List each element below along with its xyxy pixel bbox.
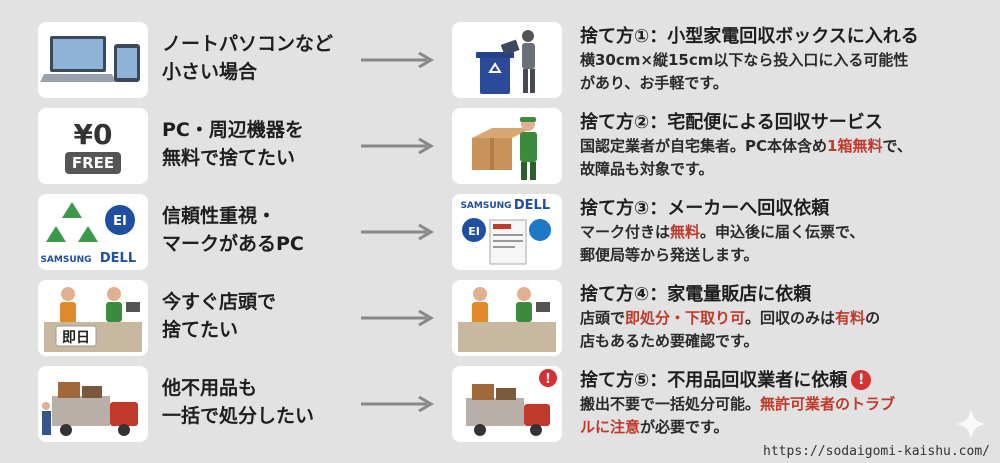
highlight-text: ルに注意 <box>580 418 641 436</box>
method-block: 捨て方④：家電量販店に依頼 店頭で即処分・下取り可。回収のみは有料の店もあるため… <box>580 282 980 353</box>
method-title: 捨て方②：宅配便による回収サービス <box>580 112 883 133</box>
row-3: EI SAMSUNG DELL 信頼性重視・ マークがあるPC SAMSUNG … <box>38 194 978 270</box>
row-5: 他不用品も 一括で処分したい ! 捨て方⑤：不用品回収業者に依頼! 搬出不要で一… <box>38 366 978 442</box>
description-text: があり、お手軽です。 <box>580 74 728 92</box>
arrow-right-icon <box>361 51 434 69</box>
description-text: 故障品も対象です。 <box>580 160 714 178</box>
description-text: 郵便局等から発送します。 <box>580 246 759 264</box>
description-line: があり、お手軽です。 <box>580 72 980 95</box>
truck-workers-icon <box>38 366 148 442</box>
description-line: 故障品も対象です。 <box>580 158 980 181</box>
description-line: 国認定業者が自宅集者。PC本体含め1箱無料で、 <box>580 135 980 158</box>
description-text: の <box>865 309 881 327</box>
description-line: 郵便局等から発送します。 <box>580 244 980 267</box>
situation-text: ノートパソコンなど 小さい場合 <box>162 33 334 83</box>
highlight-text: 無料 <box>670 223 701 241</box>
method-description: 国認定業者が自宅集者。PC本体含め1箱無料で、故障品も対象です。 <box>580 135 980 181</box>
arrow-right-icon <box>361 137 434 155</box>
highlight-text: 即処分・下取り可 <box>625 309 746 327</box>
situation-text: 他不用品も 一括で処分したい <box>162 377 315 427</box>
row-4: 即日 今すぐ店頭で 捨てたい 捨て方④：家電量販店に依頼 店頭で即処分・下取り可… <box>38 280 978 356</box>
description-text: 。回収のみは <box>745 309 836 327</box>
description-text: 店頭で <box>580 309 626 327</box>
description-text: マーク付きは <box>580 223 671 241</box>
highlight-text: 1箱無料 <box>827 137 883 155</box>
laptop-tablet-icon <box>38 22 148 98</box>
method-block: 捨て方②：宅配便による回収サービス 国認定業者が自宅集者。PC本体含め1箱無料で… <box>580 110 980 181</box>
method-title: 捨て方④：家電量販店に依頼 <box>580 284 812 305</box>
situation-text: PC・周辺機器を 無料で捨てたい <box>162 119 304 169</box>
description-line: マーク付きは無料。申込後に届く伝票で、 <box>580 221 980 244</box>
method-title: 捨て方①：小型家電回収ボックスに入れる <box>580 26 919 47</box>
description-text: 。申込後に届く伝票で、 <box>700 223 865 241</box>
svg-text:EI: EI <box>113 214 127 229</box>
method-description: マーク付きは無料。申込後に届く伝票で、郵便局等から発送します。 <box>580 221 980 267</box>
recycle-bin-person-icon <box>452 22 562 98</box>
store-counter-icon <box>452 280 562 356</box>
arrow-right-icon <box>361 223 434 241</box>
warning-icon: ! <box>851 370 872 390</box>
arrow-right-icon <box>361 395 434 413</box>
description-line: 店もあるため要確認です。 <box>580 330 980 353</box>
samsung-logo: SAMSUNG <box>40 255 91 265</box>
method-title: 捨て方⑤：不用品回収業者に依頼! <box>580 368 980 393</box>
row-2: ¥0 FREE PC・周辺機器を 無料で捨てたい 捨て方②：宅配便による回収サー… <box>38 108 978 184</box>
method-description: 搬出不要で一括処分可能。無許可業者のトラブルに注意が必要です。 <box>580 393 980 439</box>
svg-text:EI: EI <box>468 225 480 238</box>
dell-logo: DELL <box>100 251 136 266</box>
description-text: 横30cm×縦15cm以下なら投入口に入る可能性 <box>580 51 909 69</box>
yen-free-icon: ¥0 FREE <box>38 108 148 184</box>
method-description: 横30cm×縦15cm以下なら投入口に入る可能性があり、お手軽です。 <box>580 49 980 95</box>
same-day-badge: 即日 <box>62 330 90 346</box>
highlight-text: 有料 <box>835 309 866 327</box>
method-title: 捨て方③：メーカーへ回収依頼 <box>580 198 830 219</box>
description-text: 搬出不要で一括処分可能。 <box>580 395 761 413</box>
description-line: 店頭で即処分・下取り可。回収のみは有料の <box>580 307 980 330</box>
svg-text:!: ! <box>545 372 551 387</box>
method-block: 捨て方⑤：不用品回収業者に依頼! 搬出不要で一括処分可能。無許可業者のトラブルに… <box>580 368 980 439</box>
situation-text: 今すぐ店頭で 捨てたい <box>162 291 277 341</box>
description-line: 搬出不要で一括処分可能。無許可業者のトラブ <box>580 393 980 416</box>
recycle-marks-icon: EI SAMSUNG DELL <box>38 194 148 270</box>
row-1: ノートパソコンなど 小さい場合 捨て方①：小型家電回収ボックスに入れる 横30c… <box>38 22 978 98</box>
source-url[interactable]: https://sodaigomi-kaishu.com/ <box>763 444 990 459</box>
situation-text: 信頼性重視・ マークがあるPC <box>162 205 304 255</box>
delivery-box-person-icon <box>452 108 562 184</box>
description-line: ルに注意が必要です。 <box>580 416 980 439</box>
description-text: が必要です。 <box>640 418 729 436</box>
samsung-logo: SAMSUNG <box>460 201 511 211</box>
store-counter-icon: 即日 <box>38 280 148 356</box>
manufacturer-slip-icon: SAMSUNG DELL EI <box>452 194 562 270</box>
dell-logo: DELL <box>514 198 550 213</box>
truck-workers-warning-icon: ! <box>452 366 562 442</box>
description-text: 店もあるため要確認です。 <box>580 332 759 350</box>
free-badge: FREE <box>72 154 114 172</box>
price-label: ¥0 <box>74 118 113 151</box>
sparkle-icon <box>956 409 986 439</box>
description-text: 国認定業者が自宅集者。PC本体含め <box>580 137 828 155</box>
method-block: 捨て方③：メーカーへ回収依頼 マーク付きは無料。申込後に届く伝票で、郵便局等から… <box>580 196 980 267</box>
arrow-right-icon <box>361 309 434 327</box>
method-description: 店頭で即処分・下取り可。回収のみは有料の店もあるため要確認です。 <box>580 307 980 353</box>
description-text: で、 <box>882 137 912 155</box>
method-block: 捨て方①：小型家電回収ボックスに入れる 横30cm×縦15cm以下なら投入口に入… <box>580 24 980 95</box>
description-line: 横30cm×縦15cm以下なら投入口に入る可能性 <box>580 49 980 72</box>
highlight-text: 無許可業者のトラブ <box>760 395 896 413</box>
